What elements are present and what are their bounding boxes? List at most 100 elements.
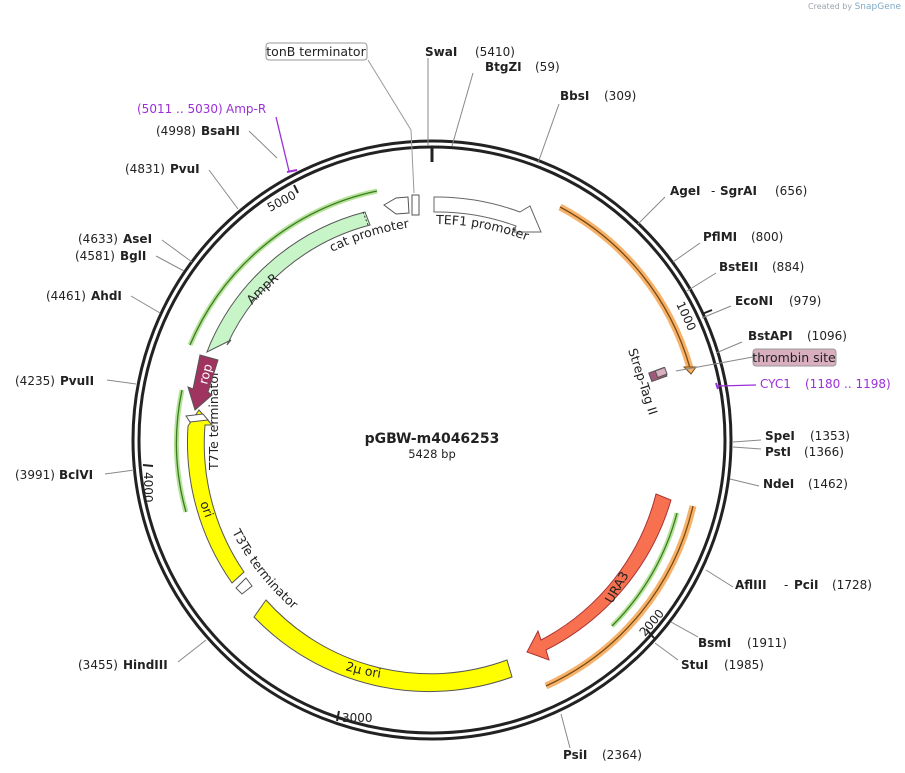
feature-ampr-gene[interactable]: [206, 211, 371, 354]
site-psii[interactable]: PsiI(2364): [563, 748, 642, 762]
snapgene-logo: SnapGene: [854, 2, 901, 12]
svg-text:EcoNI: EcoNI: [735, 294, 773, 308]
svg-text:BbsI: BbsI: [560, 89, 589, 103]
site-bsmi[interactable]: BsmI(1911): [698, 636, 787, 650]
amp-r-name: Amp-R: [226, 102, 266, 116]
plasmid-name: pGBW-m4046253: [365, 431, 500, 447]
feature-cat-promoter[interactable]: [383, 196, 410, 215]
svg-text:PstI: PstI: [765, 445, 791, 459]
primer-amp-r[interactable]: (5011 .. 5030) Amp-R: [137, 102, 298, 173]
tick-5000: 5000: [265, 188, 299, 215]
svg-text:PvuII: PvuII: [60, 374, 94, 388]
site-bgli[interactable]: (4581)BglI: [75, 249, 146, 263]
scale-ticks: 1000 2000 3000 4000 5000: [141, 184, 713, 725]
site-bbsi[interactable]: BbsI (309): [560, 89, 636, 103]
feature-t3te-terminator[interactable]: [235, 577, 253, 595]
svg-text:PciI: PciI: [794, 578, 819, 592]
svg-text:-: -: [711, 184, 715, 198]
site-psti[interactable]: PstI (1366): [765, 445, 844, 459]
svg-text:(3991): (3991): [15, 468, 55, 482]
thrombin-leader: [675, 356, 754, 372]
feature-2mu-ori[interactable]: [253, 599, 513, 693]
svg-text:(884): (884): [772, 260, 804, 274]
site-afliii-pcii[interactable]: AflIII -PciI (1728): [735, 578, 872, 592]
site-ahdi[interactable]: (4461) AhdI: [46, 289, 122, 303]
site-bstapi[interactable]: BstAPI (1096): [748, 329, 847, 343]
feature-strep-tag[interactable]: [648, 366, 668, 383]
svg-text:(5410): (5410): [475, 45, 515, 59]
svg-text:(4831): (4831): [125, 162, 165, 176]
site-agei-sgrai[interactable]: AgeI-SgrAI(656): [670, 184, 807, 198]
svg-text:NdeI: NdeI: [763, 477, 794, 491]
site-hindiii[interactable]: (3455)HindIII: [78, 658, 168, 672]
svg-text:(1728): (1728): [832, 578, 872, 592]
site-bsahi[interactable]: (4998) BsaHI: [156, 124, 240, 138]
site-asei[interactable]: (4633) AseI: [78, 232, 152, 246]
svg-text:HindIII: HindIII: [123, 658, 168, 672]
svg-text:(1096): (1096): [807, 329, 847, 343]
amp-r-range: (5011 .. 5030): [137, 102, 223, 116]
svg-text:SwaI: SwaI: [425, 45, 457, 59]
feature-cyc1-terminator-line: [559, 206, 691, 369]
rop-label: rop: [195, 362, 215, 386]
snapgene-credit: Created by SnapGene: [808, 2, 901, 12]
site-bclvi[interactable]: (3991) BclVI: [15, 468, 93, 482]
site-bsteii[interactable]: BstEII (884): [719, 260, 804, 274]
feature-green-left-line: [175, 389, 187, 513]
site-pvuii[interactable]: (4235)PvuII: [15, 374, 94, 388]
feature-rop[interactable]: [187, 354, 219, 411]
primer-cyc1[interactable]: CYC1 (1180 .. 1198): [715, 377, 891, 391]
svg-text:(1911): (1911): [747, 636, 787, 650]
strep-tag-label: Strep-Tag II: [625, 346, 661, 416]
ura3-label: URA3: [602, 569, 632, 606]
svg-text:(656): (656): [775, 184, 807, 198]
feature-t7te-terminator[interactable]: [185, 413, 209, 423]
backbone-inner-ring: [137, 145, 727, 735]
thrombin-site-label: thrombin site: [752, 350, 836, 365]
svg-text:BglI: BglI: [120, 249, 146, 263]
site-swai[interactable]: SwaI (5410): [425, 45, 515, 59]
site-btgzi[interactable]: BtgZI(59): [485, 60, 560, 74]
feature-tef1-promoter[interactable]: [433, 196, 542, 233]
svg-text:BclVI: BclVI: [59, 468, 93, 482]
svg-text:AflIII: AflIII: [735, 578, 767, 592]
feature-cyc1-lower-line: [545, 505, 694, 687]
svg-text:(1462): (1462): [808, 477, 848, 491]
tonb-terminator-box[interactable]: [265, 42, 368, 61]
site-ndei[interactable]: NdeI (1462): [763, 477, 848, 491]
tick-4000: 4000: [141, 472, 155, 503]
site-spei[interactable]: SpeI (1353): [765, 429, 850, 443]
cyc1-name: CYC1: [760, 377, 791, 391]
svg-text:SpeI: SpeI: [765, 429, 795, 443]
svg-text:PvuI: PvuI: [170, 162, 200, 176]
svg-text:(309): (309): [604, 89, 636, 103]
svg-text:(800): (800): [751, 230, 783, 244]
site-leaders: [104, 58, 762, 749]
svg-text:AgeI: AgeI: [670, 184, 700, 198]
site-econi[interactable]: EcoNI (979): [735, 294, 821, 308]
feature-cyc1-terminator[interactable]: [558, 203, 694, 369]
site-stui[interactable]: StuI (1985): [681, 658, 764, 672]
feature-ura3-gene[interactable]: [526, 493, 672, 661]
site-pflmi[interactable]: PflMI(800): [703, 230, 783, 244]
thrombin-site-box[interactable]: [752, 348, 837, 367]
svg-text:StuI: StuI: [681, 658, 708, 672]
feature-ori[interactable]: [186, 409, 245, 584]
feature-tonb-terminator[interactable]: [411, 194, 420, 216]
site-pvui[interactable]: (4831) PvuI: [125, 162, 200, 176]
plasmid-size: 5428 bp: [408, 447, 456, 461]
svg-text:BstAPI: BstAPI: [748, 329, 793, 343]
svg-text:BstEII: BstEII: [719, 260, 758, 274]
svg-text:PsiI: PsiI: [563, 748, 587, 762]
svg-text:(1985): (1985): [724, 658, 764, 672]
svg-text:AseI: AseI: [123, 232, 152, 246]
svg-text:(1353): (1353): [810, 429, 850, 443]
svg-text:(1366): (1366): [804, 445, 844, 459]
svg-text:AhdI: AhdI: [91, 289, 122, 303]
svg-text:BsaHI: BsaHI: [201, 124, 240, 138]
svg-text:(4461): (4461): [46, 289, 86, 303]
svg-text:(979): (979): [789, 294, 821, 308]
svg-text:(4633): (4633): [78, 232, 118, 246]
svg-text:-: -: [784, 578, 788, 592]
svg-text:(4998): (4998): [156, 124, 196, 138]
